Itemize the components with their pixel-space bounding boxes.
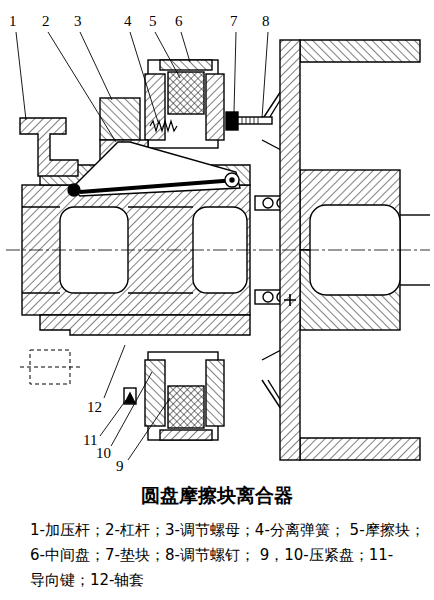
- left-hub: [22, 206, 60, 207]
- callout-number: 8: [261, 14, 271, 29]
- callout-number: 5: [148, 14, 158, 29]
- leader-lines: [155, 32, 180, 78]
- callout-number: 2: [41, 14, 51, 29]
- collar-outline: [20, 350, 80, 384]
- right-flange: [400, 284, 430, 285]
- right-flange: [400, 214, 430, 215]
- lever: [80, 180, 236, 192]
- release-spring: [150, 121, 177, 131]
- callout-number: 6: [174, 14, 184, 29]
- release-spring: [150, 121, 177, 131]
- leader-lines: [234, 32, 236, 112]
- lever: [72, 142, 240, 196]
- press-rod: [20, 118, 78, 176]
- leader-lines: [100, 400, 126, 436]
- callout-number: 12: [86, 400, 103, 415]
- parts-key: 1-加压杆；2-杠杆；3-调节螺母；4-分离弹簧； 5-摩擦块；6-中间盘；7-…: [30, 518, 430, 593]
- leader-lines: [16, 32, 26, 120]
- figure-title: 圆盘摩擦块离合器: [141, 486, 293, 505]
- leader-lines: [128, 398, 170, 460]
- bearing-ball: [263, 198, 273, 208]
- leader-lines: [130, 32, 158, 122]
- pad-and-screw: [226, 112, 272, 130]
- guide-key: [125, 393, 135, 403]
- center-line: [6, 250, 430, 251]
- callout-number: 4: [123, 14, 133, 29]
- callout-number: 9: [115, 459, 125, 474]
- lever: [230, 178, 234, 182]
- callout-number: 1: [8, 14, 18, 29]
- left-hub: [128, 292, 193, 293]
- guide-key: [124, 388, 136, 404]
- left-hub: [128, 206, 193, 207]
- friction-block: [168, 72, 204, 114]
- leader-lines: [110, 372, 152, 448]
- lever: [68, 184, 80, 196]
- adjusting-nut: [100, 98, 140, 140]
- pressure-plate: [206, 74, 224, 140]
- callout-number: 10: [95, 446, 112, 461]
- leader-lines: [16, 32, 268, 460]
- right-flange: [284, 294, 296, 306]
- leader-lines: [262, 32, 268, 118]
- leader-lines: [181, 32, 190, 62]
- leader-lines: [48, 32, 116, 142]
- middle-disc-rim: [160, 60, 212, 70]
- callout-number: 7: [229, 14, 239, 29]
- left-hub: [22, 292, 60, 293]
- press-rod: [20, 118, 78, 176]
- leader-lines: [104, 345, 125, 398]
- pad-and-screw: [242, 117, 258, 124]
- pad-and-screw: [226, 112, 238, 130]
- collar-outline: [20, 367, 80, 368]
- leader-lines: [80, 32, 112, 100]
- guide-key: [124, 388, 136, 404]
- lever: [68, 142, 240, 196]
- callout-number: 3: [73, 14, 83, 29]
- pad-and-screw: [238, 117, 272, 124]
- lever: [225, 173, 239, 187]
- flange-rim: [300, 40, 420, 62]
